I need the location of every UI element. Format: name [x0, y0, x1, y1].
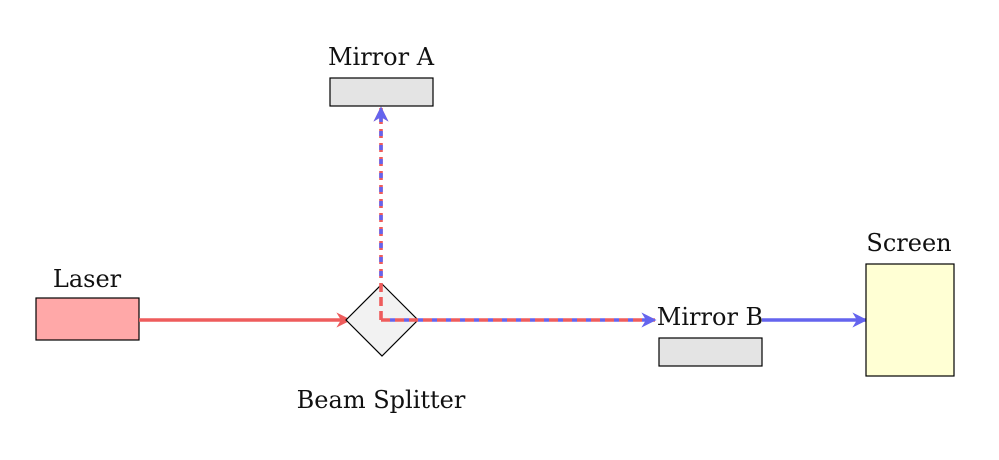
screen-panel	[865, 263, 955, 377]
mirror-b	[658, 337, 763, 367]
laser-label: Laser	[53, 265, 122, 293]
mirror-a-label: Mirror A	[328, 43, 435, 71]
laser-box	[35, 297, 140, 341]
beam-splitter-label: Beam Splitter	[297, 386, 466, 414]
mirror-b-label: Mirror B	[657, 303, 763, 331]
screen-label: Screen	[866, 229, 951, 257]
mirror-a	[329, 77, 434, 107]
